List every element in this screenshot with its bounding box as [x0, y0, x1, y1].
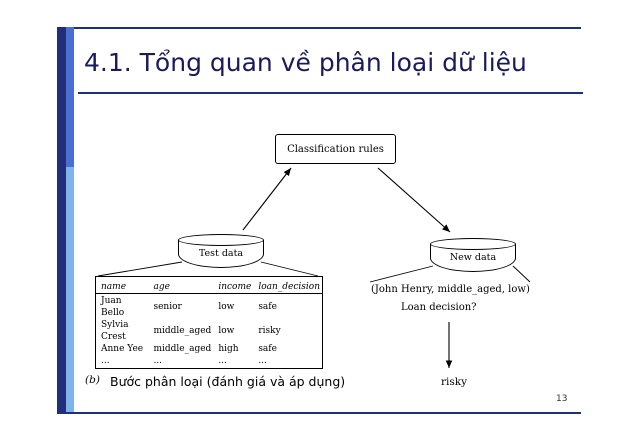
- cylinder-top: [430, 238, 516, 250]
- table-row: Sylvia Crest middle_aged low risky: [96, 319, 322, 343]
- classification-answer: risky: [441, 376, 468, 388]
- funnel-line-right: [260, 261, 319, 277]
- column-header-loan-decision: loan_decision: [258, 282, 320, 292]
- top-rule: [74, 27, 581, 29]
- arrow-rules-to-new: [377, 167, 451, 233]
- cell-name: Sylvia Crest: [101, 320, 129, 342]
- cell-income: low: [218, 326, 235, 336]
- cell-age: middle_aged: [153, 344, 212, 354]
- left-accent-bar-mid: [66, 27, 74, 167]
- funnel-line-left: [97, 261, 183, 277]
- page-title: 4.1. Tổng quan về phân loại dữ liệu: [84, 48, 527, 77]
- cell-name: Anne Yee: [101, 344, 144, 354]
- page-number: 13: [556, 394, 568, 404]
- left-accent-bar-dark: [57, 27, 66, 414]
- left-accent-bar-light: [66, 167, 74, 414]
- cell-name: Juan Bello: [101, 296, 125, 318]
- column-header-age: age: [153, 282, 170, 292]
- caption-marker: (b): [85, 374, 100, 386]
- cell-loan-decision: safe: [258, 344, 277, 354]
- table-header-row: name age income loan_decision: [96, 281, 322, 295]
- table-row: Juan Bello senior low safe: [96, 295, 322, 319]
- cell-income: ...: [218, 356, 227, 366]
- cell-name: ...: [101, 356, 110, 366]
- new-data-label: New data: [449, 252, 497, 263]
- cell-loan-decision: risky: [258, 326, 281, 336]
- cylinder-top: [178, 234, 264, 246]
- cell-loan-decision: ...: [258, 356, 267, 366]
- bottom-rule: [57, 412, 581, 414]
- funnel-line-right-new: [512, 265, 531, 283]
- table-header-rule: [96, 293, 322, 294]
- classification-rules-box: Classification rules: [275, 134, 396, 164]
- title-underline: [78, 92, 583, 94]
- cell-income: high: [218, 344, 239, 354]
- funnel-line-left-new: [369, 265, 434, 283]
- caption-text: Bước phân loại (đánh giá và áp dụng): [110, 374, 346, 389]
- loan-decision-question: Loan decision?: [401, 302, 477, 313]
- table-row: Anne Yee middle_aged high safe: [96, 343, 322, 355]
- new-tuple-text: (John Henry, middle_aged, low): [371, 284, 530, 295]
- cell-loan-decision: safe: [258, 302, 277, 312]
- classification-rules-label: Classification rules: [287, 143, 384, 155]
- cell-age: senior: [153, 302, 182, 312]
- table-row: ... ... ... ...: [96, 355, 322, 367]
- classification-figure: Classification rules Test data New data …: [78, 110, 578, 405]
- cell-income: low: [218, 302, 235, 312]
- new-data-cylinder: New data: [430, 238, 516, 272]
- arrow-test-to-rules: [242, 167, 292, 231]
- cell-age: middle_aged: [153, 326, 212, 336]
- test-data-table: name age income loan_decision Juan Bello…: [95, 276, 323, 369]
- column-header-income: income: [218, 282, 252, 292]
- cell-age: ...: [153, 356, 163, 366]
- test-data-label: Test data: [198, 248, 244, 259]
- test-data-cylinder: Test data: [178, 234, 264, 268]
- column-header-name: name: [101, 282, 127, 292]
